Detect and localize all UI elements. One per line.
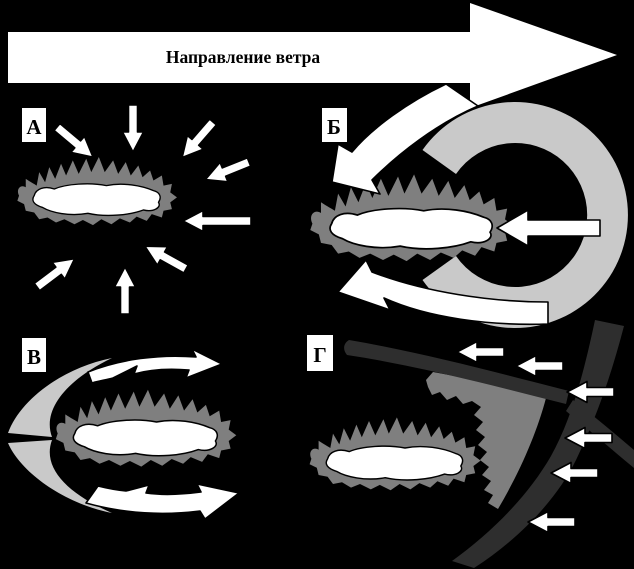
inward-arrow-icon — [121, 104, 145, 153]
wind-arrow-label: Направление ветра — [166, 47, 321, 67]
fire-icon — [55, 388, 238, 468]
crescent-horn-icon — [8, 440, 112, 513]
inward-arrow-icon — [49, 118, 101, 167]
label-box-g — [307, 335, 333, 371]
panel-label-b: Б — [327, 115, 341, 139]
inward-arrow-icon — [173, 114, 222, 166]
panel-label-v: В — [27, 345, 41, 369]
inward-arrow-icon — [29, 249, 82, 297]
swoosh-arrow-icon — [87, 348, 223, 384]
headwind-arrow-icon — [496, 209, 601, 247]
swoosh-arrow-icon — [85, 483, 240, 520]
left-arrow-icon — [456, 340, 505, 364]
fire-icon — [309, 173, 515, 262]
label-box-a — [22, 108, 46, 142]
circulation-crescent-icon — [422, 102, 628, 328]
curved-wind-arrow-icon — [337, 259, 549, 326]
label-box-b — [322, 108, 347, 142]
fire-icon — [16, 156, 178, 226]
label-box-v — [22, 338, 46, 372]
panel-label-a: А — [26, 115, 42, 139]
inward-arrow-icon — [200, 151, 254, 191]
inward-arrow-icon — [139, 236, 192, 279]
fire-icon — [308, 416, 482, 492]
fire-wedge-icon — [426, 372, 546, 509]
panel-v: В — [8, 338, 240, 520]
inward-arrow-icon — [182, 209, 252, 233]
panel-b: Б — [309, 83, 628, 328]
curved-wind-arrow-icon — [331, 83, 479, 195]
panel-g: Г — [307, 320, 634, 568]
barrier-road — [344, 340, 569, 404]
left-arrow-icon — [515, 354, 564, 378]
panel-a: А — [16, 104, 254, 315]
barrier-road — [452, 320, 624, 568]
wind-direction-arrow: Направление ветра — [8, 3, 617, 108]
wind-arrow-shape — [8, 3, 617, 108]
panel-label-g: Г — [313, 343, 326, 367]
crescent-horn-icon — [8, 358, 112, 437]
inward-arrow-icon — [113, 266, 137, 315]
